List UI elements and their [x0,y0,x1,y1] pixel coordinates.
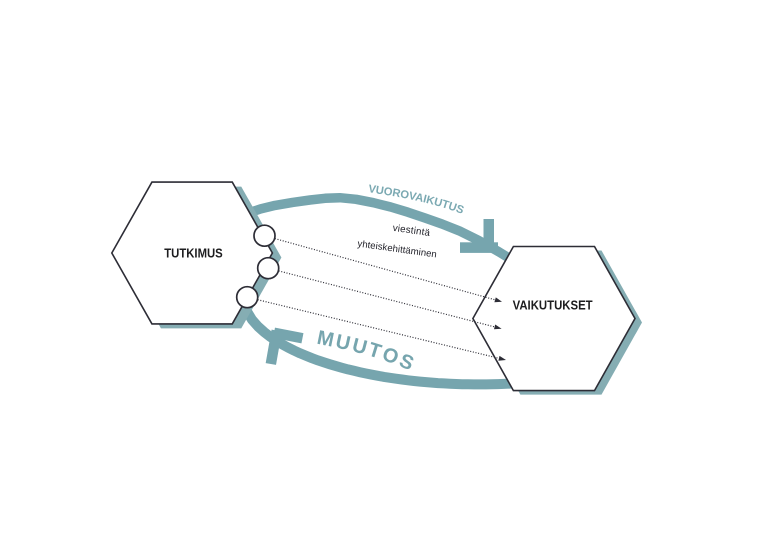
svg-text:TUTKIMUS: TUTKIMUS [164,246,223,261]
svg-text:VAIKUTUKSET: VAIKUTUKSET [513,297,593,312]
svg-text:viestintä: viestintä [392,223,431,239]
